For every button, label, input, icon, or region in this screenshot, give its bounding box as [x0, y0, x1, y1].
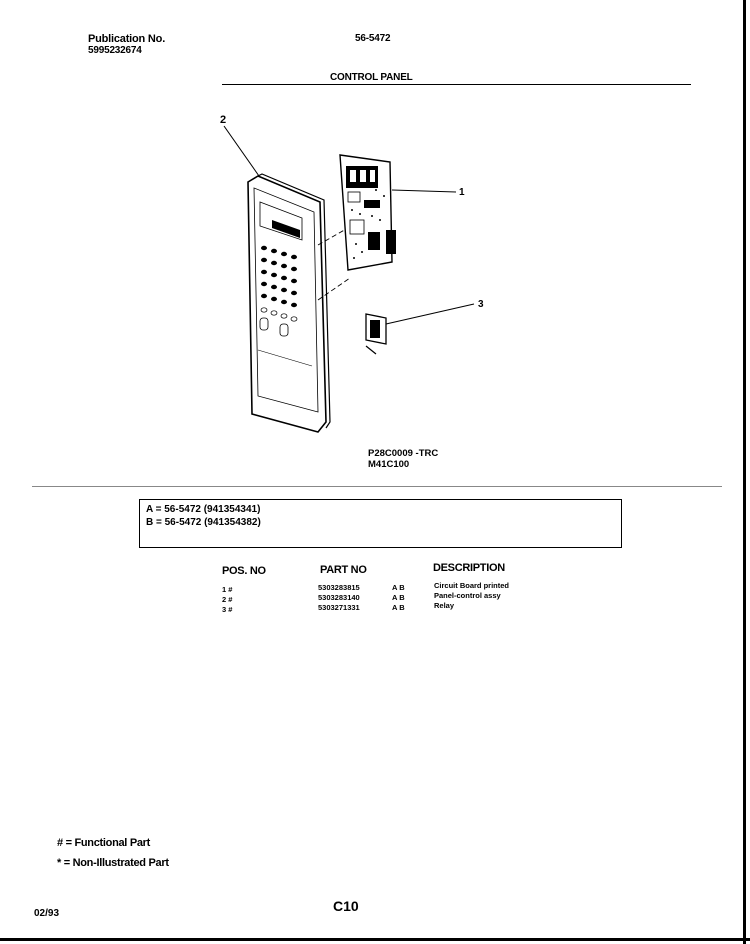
row-pos: 1 # [222, 585, 233, 594]
variant-a: A = 56-5472 (941354341) [146, 504, 261, 515]
callout-1: 1 [459, 187, 465, 198]
page-number: C10 [333, 898, 359, 914]
row-description: Circuit Board printed [434, 581, 510, 590]
footnote-non-illustrated: * = Non-Illustrated Part [57, 857, 169, 869]
footnote-functional: # = Functional Part [57, 837, 151, 849]
publication-label: Publication No. [88, 33, 166, 45]
row-models: A B [392, 603, 405, 612]
row-description: Panel-control assy [434, 591, 501, 600]
callout-3: 3 [478, 299, 484, 310]
row-models: A B [392, 593, 405, 602]
drawing-code-1: P28C0009 -TRC [368, 448, 438, 459]
diagram-rule [32, 486, 722, 487]
row-pos: 2 # [222, 595, 233, 604]
exploded-parts-diagram: 2 [220, 114, 484, 470]
model-number: 56-5472 [355, 33, 391, 44]
relay-part [365, 313, 387, 355]
row-part-no: 5303271331 [318, 603, 360, 612]
header-pos-no: POS. NO [222, 565, 266, 577]
row-description: Relay [434, 601, 455, 610]
variant-b: B = 56-5472 (941354382) [146, 517, 261, 528]
circuit-board-part [339, 154, 396, 271]
footer-date: 02/93 [34, 908, 60, 919]
drawing-code-2: M41C100 [368, 459, 409, 470]
row-models: A B [392, 583, 405, 592]
callout-2: 2 [220, 114, 226, 126]
bottom-border [0, 938, 750, 941]
row-part-no: 5303283140 [318, 593, 360, 602]
header-part-no: PART NO [320, 564, 367, 576]
header-rule [222, 84, 691, 85]
model-variants-box: A = 56-5472 (941354341) B = 56-5472 (941… [139, 499, 622, 548]
publication-number: 5995232674 [88, 45, 142, 56]
right-border [743, 0, 746, 944]
header-description: DESCRIPTION [433, 562, 505, 574]
section-title: CONTROL PANEL [330, 72, 413, 83]
row-pos: 3 # [222, 605, 233, 614]
control-panel-part [247, 173, 331, 433]
row-part-no: 5303283815 [318, 583, 360, 592]
